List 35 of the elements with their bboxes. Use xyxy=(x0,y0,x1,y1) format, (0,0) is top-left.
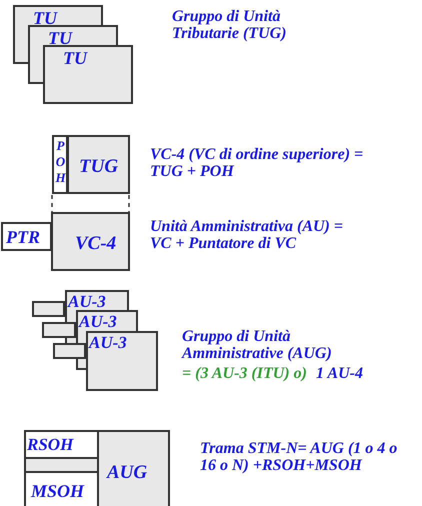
description-text: = (3 AU-3 (ITU) o) xyxy=(182,366,308,383)
box-label: AU-3 xyxy=(68,293,106,310)
description-text: 1 AU-4 xyxy=(316,366,364,383)
description-text: Gruppo di Unità Amministrative (AUG) xyxy=(182,329,333,363)
description-text: VC-4 (VC di ordine superiore) = TUG + POH xyxy=(150,147,364,181)
box-label: MSOH xyxy=(31,482,84,500)
frame-box xyxy=(76,310,138,331)
frame-box xyxy=(51,212,130,271)
box-label: RSOH xyxy=(27,436,74,453)
description-text: Unità Amministrativa (AU) = VC + Puntatore di VC xyxy=(150,219,344,253)
box-label: AUG xyxy=(107,463,148,482)
box-label: VC-4 xyxy=(75,234,116,253)
box-label: TU xyxy=(63,49,87,67)
box-label: PTR xyxy=(6,228,40,246)
empty-box xyxy=(53,343,86,359)
frame-box xyxy=(13,5,103,25)
frame-box xyxy=(28,25,118,45)
frame-box xyxy=(67,135,130,194)
box-label: AU-3 xyxy=(89,334,127,351)
box-label: POH xyxy=(54,138,67,186)
frame-box xyxy=(1,222,52,251)
frame-box xyxy=(24,430,99,459)
frame-box xyxy=(65,290,129,310)
empty-box xyxy=(32,301,65,317)
box-label: TU xyxy=(33,9,57,27)
description-text: Trama STM-N= AUG (1 o 4 o 16 o N) +RSOH+MSOH xyxy=(200,441,398,475)
box-label: TUG xyxy=(79,157,118,176)
empty-box xyxy=(42,322,76,338)
frame-box xyxy=(43,45,133,104)
description-text: Gruppo di Unità Tributarie (TUG) xyxy=(172,9,288,43)
frame-box xyxy=(86,331,158,391)
box-label: AU-3 xyxy=(79,313,117,330)
box-label: TU xyxy=(48,29,72,47)
frame-box xyxy=(52,135,68,194)
frame-box xyxy=(97,430,170,506)
